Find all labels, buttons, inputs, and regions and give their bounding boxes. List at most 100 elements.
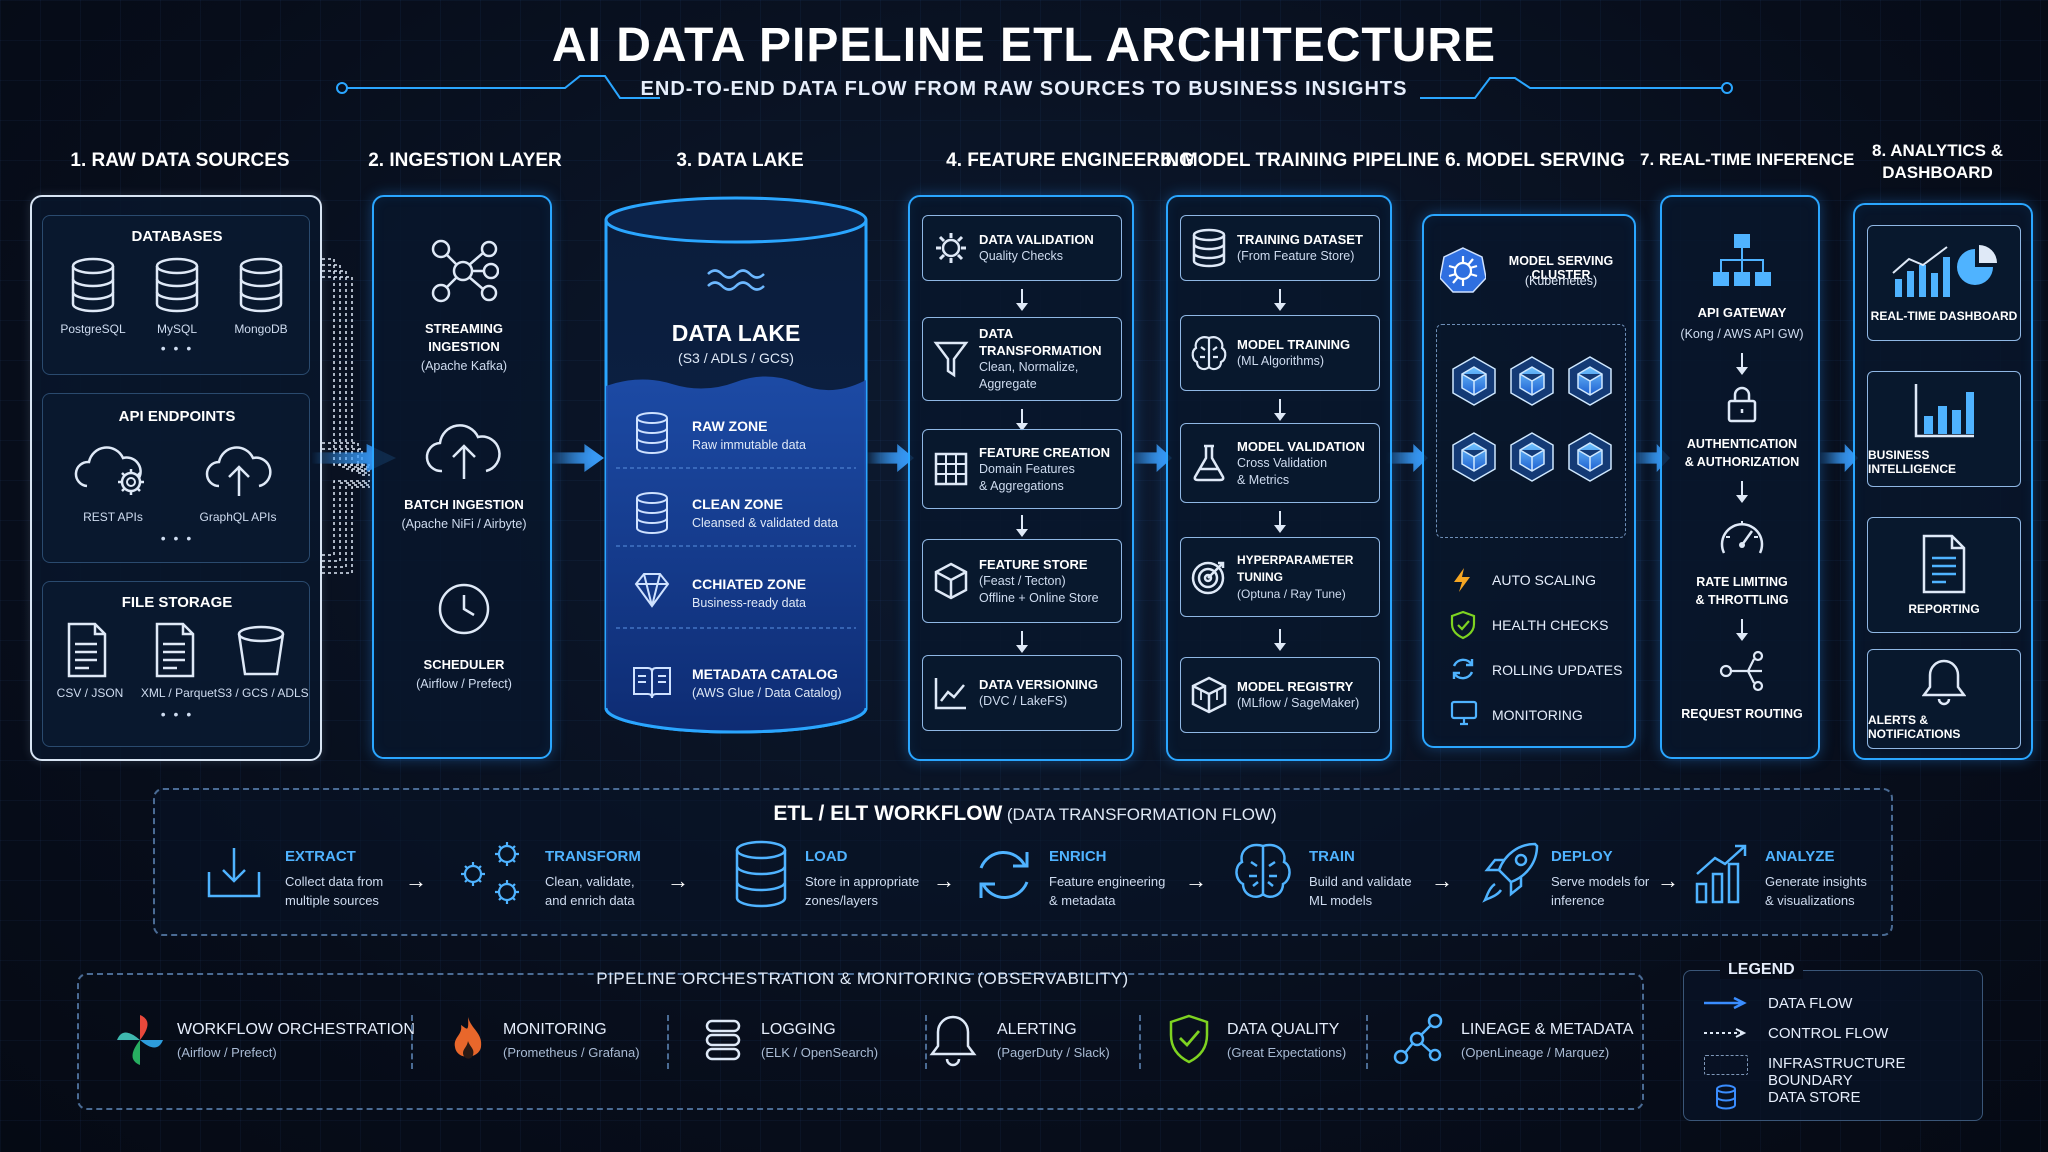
analytics-reporting-label: REPORTING — [1908, 602, 1980, 616]
report-document-icon — [1922, 534, 1966, 594]
training-arrow-1 — [1274, 289, 1286, 311]
circuit-line-right — [1420, 77, 1733, 99]
lineage-graph-icon — [1393, 1013, 1443, 1065]
database-icon-postgres — [71, 257, 115, 313]
file-storage-title: FILE STORAGE — [121, 594, 233, 611]
etl-load-desc1: Store in appropriate — [805, 874, 920, 889]
grid-icon — [934, 452, 968, 486]
api-more: • • • — [160, 530, 194, 546]
analytics-card-dashboard[interactable]: REAL-TIME DASHBOARD — [1867, 225, 2021, 341]
column-heading-model-training: 5. MODEL TRAINING PIPELINE — [1160, 150, 1440, 171]
etl-arrow-6: → — [1657, 868, 1679, 893]
orch-monitoring-title: MONITORING — [503, 1021, 607, 1038]
flow-arrow-lake-to-features — [866, 444, 914, 472]
orchestration-panel: PIPELINE ORCHESTRATION & MONITORING (OBS… — [77, 969, 1644, 1110]
legend-data-store-icon — [1716, 1084, 1736, 1110]
analytics-alerts-label: ALERTS & NOTIFICATIONS — [1868, 713, 1961, 741]
serving-rolling-updates: ROLLING UPDATES — [1492, 662, 1623, 678]
etl-transform-desc1: Clean, validate, — [545, 874, 635, 889]
flask-icon — [1193, 444, 1225, 482]
feature-versioning-title: DATA VERSIONING — [979, 677, 1098, 692]
training-card-dataset: TRAINING DATASET(From Feature Store) — [1180, 215, 1380, 281]
etl-train-title: TRAIN — [1309, 848, 1355, 865]
pod-cube-icon-3 — [1568, 356, 1612, 406]
enrich-refresh-icon — [979, 851, 1029, 899]
legend-control-flow: CONTROL FLOW — [1768, 1025, 1889, 1042]
inference-arrow-3 — [1736, 619, 1748, 641]
tuning-desc: (Optuna / Ray Tune) — [1237, 586, 1346, 601]
data-lake-subtitle: (S3 / ADLS / GCS) — [678, 350, 794, 366]
rest-api-cloud-gear-icon — [74, 446, 144, 495]
legend-data-flow-arrow — [1704, 996, 1747, 1010]
orch-lineage-sub: (OpenLineage / Marquez) — [1461, 1045, 1610, 1060]
alert-bell-icon — [929, 1015, 977, 1067]
legend-infrastructure-boundary: INFRASTRUCTURE BOUNDARY — [1768, 1055, 1906, 1089]
batch-ingestion-tool: (Apache NiFi / Airbyte) — [401, 517, 527, 531]
orch-workflow-sub: (Airflow / Prefect) — [177, 1045, 277, 1060]
model-training-title: MODEL TRAINING — [1237, 337, 1351, 352]
etl-deploy-title: DEPLOY — [1551, 848, 1613, 865]
model-training-desc: (ML Algorithms) — [1237, 354, 1325, 368]
auth-line1: AUTHENTICATION — [1686, 437, 1798, 451]
database-icons — [71, 257, 283, 313]
column-heading-model-serving: 6. MODEL SERVING — [1445, 150, 1625, 171]
feature-arrow-4 — [1016, 631, 1028, 653]
page-subtitle: END-TO-END DATA FLOW FROM RAW SOURCES TO… — [640, 78, 1408, 100]
column-heading-ingestion: 2. INGESTION LAYER — [368, 150, 562, 171]
column-heading-raw-sources: 1. RAW DATA SOURCES — [70, 150, 290, 171]
bell-icon — [1922, 659, 1966, 706]
source-mysql: MySQL — [156, 322, 197, 336]
database-icon-mysql — [155, 257, 199, 313]
bar-chart-icon — [1914, 384, 1974, 438]
legend-box: LEGEND DATA FLOW CONTROL FLOW INFRASTRUC… — [1683, 961, 1983, 1121]
graphql-cloud-upload-icon — [205, 446, 272, 496]
feature-validation-desc: Quality Checks — [979, 249, 1064, 263]
serving-health-checks: HEALTH CHECKS — [1492, 617, 1609, 633]
etl-arrow-3: → — [933, 868, 955, 893]
cube-icon — [934, 562, 968, 600]
logging-stack-icon — [705, 1019, 741, 1061]
serving-auto-scaling: AUTO SCALING — [1492, 572, 1596, 588]
data-quality-shield-icon — [1169, 1014, 1209, 1064]
funnel-icon — [933, 341, 969, 378]
metadata-catalog-title: METADATA CATALOG — [692, 666, 838, 682]
circuit-line-left — [336, 75, 660, 99]
analytics-card-bi[interactable]: BUSINESS INTELLIGENCE — [1867, 371, 2021, 487]
api-endpoints-title: API ENDPOINTS — [118, 408, 236, 425]
etl-enrich-desc: Feature engineering& metadata — [1049, 872, 1165, 910]
training-dataset-title: TRAINING DATASET — [1237, 232, 1363, 247]
etl-analyze-title: ANALYZE — [1765, 848, 1835, 865]
gauge-icon — [1720, 521, 1764, 554]
curated-zone-diamond-icon — [634, 573, 670, 608]
model-serving-panel: MODEL SERVING CLUSTER (Kubernetes) AUTO … — [1422, 214, 1636, 748]
etl-arrow-2: → — [667, 868, 689, 893]
metadata-catalog-desc: (AWS Glue / Data Catalog) — [692, 686, 842, 700]
feature-validation-title: DATA VALIDATION — [979, 232, 1094, 247]
source-csv-json: CSV / JSON — [56, 686, 124, 700]
data-lake-cylinder — [604, 196, 868, 734]
training-arrow-2 — [1274, 399, 1286, 421]
clean-zone-icon — [636, 492, 668, 534]
trend-chart-icon — [934, 678, 966, 710]
streaming-ingestion-line2: INGESTION — [428, 339, 500, 354]
refresh-icon — [1452, 658, 1474, 680]
bucket-icon — [237, 625, 285, 676]
analyze-chart-icon — [1695, 844, 1747, 904]
streaming-network-icon — [431, 239, 499, 303]
etl-analyze-desc1: Generate insights — [1765, 874, 1867, 889]
orch-monitoring-sub: (Prometheus / Grafana) — [503, 1045, 640, 1060]
airflow-pinwheel-icon — [117, 1015, 163, 1065]
training-arrow-4 — [1274, 629, 1286, 651]
rate-limiting-line1: RATE LIMITING — [1696, 575, 1788, 589]
file-storage-group: FILE STORAGE CSV / JSON XML / Parquet S3… — [42, 581, 310, 747]
analytics-card-reporting[interactable]: REPORTING — [1867, 517, 2021, 633]
model-validation-title: MODEL VALIDATION — [1237, 438, 1365, 454]
pod-cube-icon-1 — [1452, 356, 1496, 406]
clean-zone-title: CLEAN ZONE — [692, 496, 783, 512]
etl-train-desc1: Build and validate — [1309, 874, 1412, 889]
orch-separator-2 — [667, 1015, 669, 1069]
analytics-card-alerts[interactable]: ALERTS & NOTIFICATIONS — [1867, 649, 2021, 749]
